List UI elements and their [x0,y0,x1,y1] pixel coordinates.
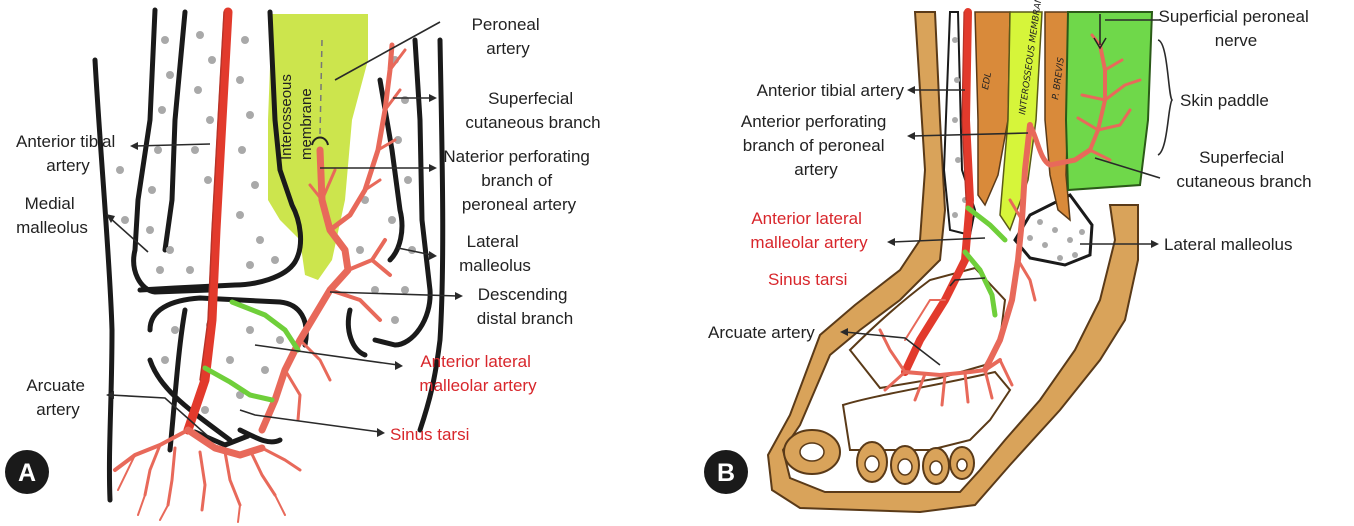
anterior-perforating-branch-label-b: Anterior perforating branch of peroneal … [741,112,891,179]
superficial-peroneal-nerve-label-b: Superficial peroneal nerve [1159,7,1314,50]
bone-texture-a [116,31,416,414]
panel-a: Interosseous membrane Peroneal artery Su… [5,10,601,522]
anterior-tibial-artery-label-b: Anterior tibial artery [757,81,905,100]
svg-text:B: B [717,459,735,487]
skin-paddle-label-b: Skin paddle [1180,91,1269,110]
panel-b: EDL INTEROSSEOUS MEMBRANE P. BREVIS [704,0,1314,512]
svg-text:A: A [18,459,36,487]
superficial-cutaneous-branch-label-a: Superfecial cutaneous branch [465,89,600,132]
arcuate-artery-label-b: Arcuate artery [708,323,815,342]
anterior-perforating-branch-label-a: Naterior perforating branch of peroneal … [443,147,594,214]
arcuate-artery-label-a: Arcuate artery [26,376,89,419]
skin-paddle [1066,12,1152,190]
lateral-malleolus-label-a: Lateral malleolus [459,232,531,275]
anterior-lateral-malleolar-label-b: Anterior lateral malleolar artery [750,209,868,252]
peroneal-artery-label-a: Peroneal artery [472,15,545,58]
superficial-cutaneous-branch-label-b: Superfecial cutaneous branch [1176,148,1311,191]
medial-malleolus-label-a: Medial malleolus [16,194,88,237]
sinus-tarsi-label-b: Sinus tarsi [768,270,847,289]
panel-a-badge: A [5,450,49,494]
panel-b-badge: B [704,450,748,494]
anterior-lateral-malleolar-artery-a [232,302,298,350]
sinus-tarsi-label-a: Sinus tarsi [390,425,469,444]
compartments-b [975,12,1152,230]
descending-distal-branch-label-a: Descending distal branch [477,285,573,328]
lateral-malleolus-label-b: Lateral malleolus [1164,235,1293,254]
